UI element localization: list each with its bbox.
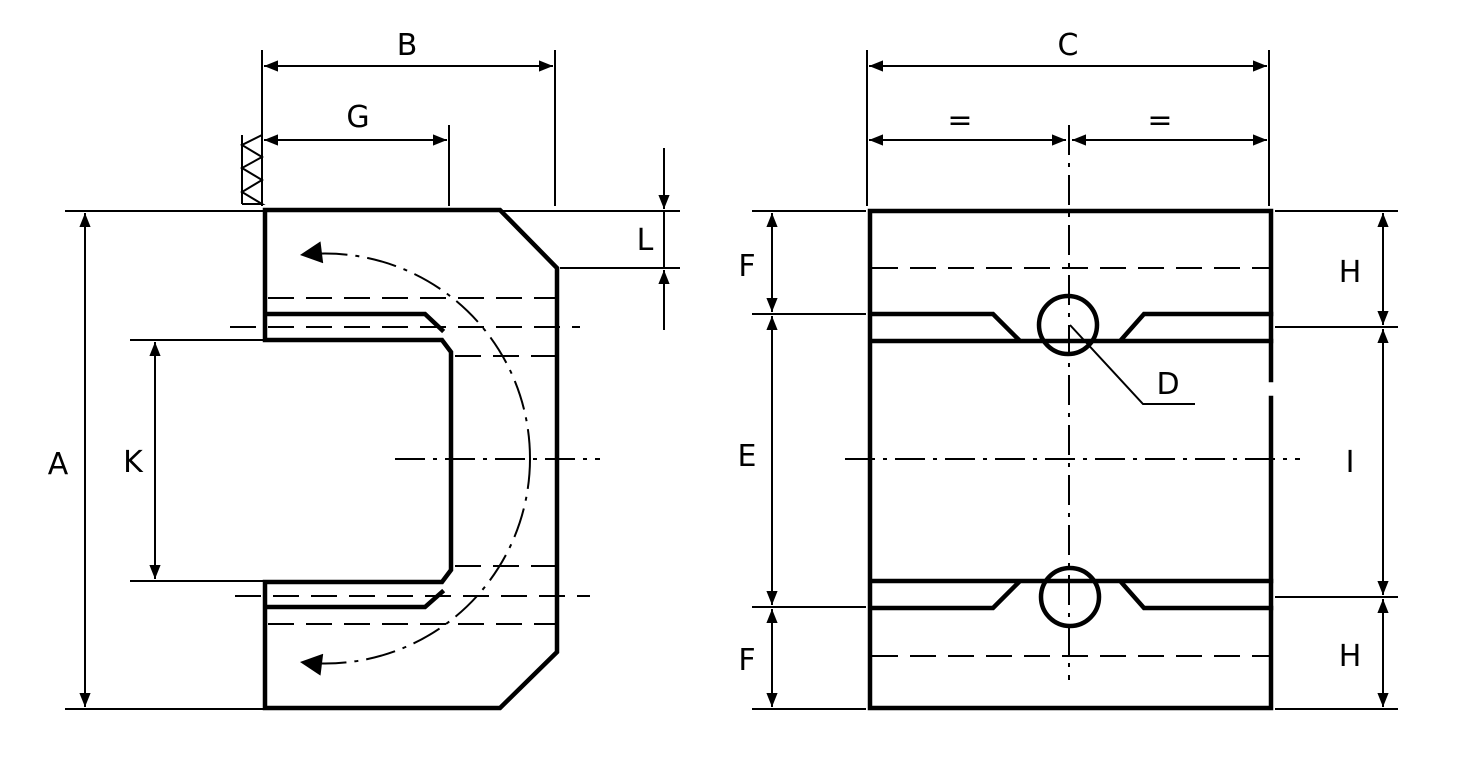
label-a: A <box>48 447 69 482</box>
side-view: B G A K L <box>48 28 680 711</box>
label-d: D <box>1156 367 1179 402</box>
roughness-symbol <box>239 134 266 205</box>
label-equal-left: = <box>947 103 972 138</box>
label-e: E <box>738 439 757 474</box>
label-g: G <box>346 100 369 135</box>
label-i: I <box>1346 445 1355 480</box>
label-f-top: F <box>738 249 755 284</box>
label-k: K <box>123 445 144 480</box>
front-view: C = = F E F H I H D <box>738 28 1398 711</box>
label-b: B <box>397 28 418 63</box>
label-equal-right: = <box>1147 103 1172 138</box>
label-l: L <box>637 223 654 258</box>
rotation-arrow <box>299 458 531 676</box>
label-h-bottom: H <box>1339 639 1362 674</box>
upper-groove <box>265 311 446 334</box>
label-h-top: H <box>1339 255 1362 290</box>
rotation-arrow <box>299 241 532 460</box>
label-c: C <box>1058 28 1079 63</box>
lower-slot <box>869 578 1274 611</box>
upper-slot <box>869 311 1274 344</box>
leader-d <box>1069 324 1195 405</box>
lower-groove <box>265 588 446 610</box>
label-f-bottom: F <box>738 643 755 678</box>
